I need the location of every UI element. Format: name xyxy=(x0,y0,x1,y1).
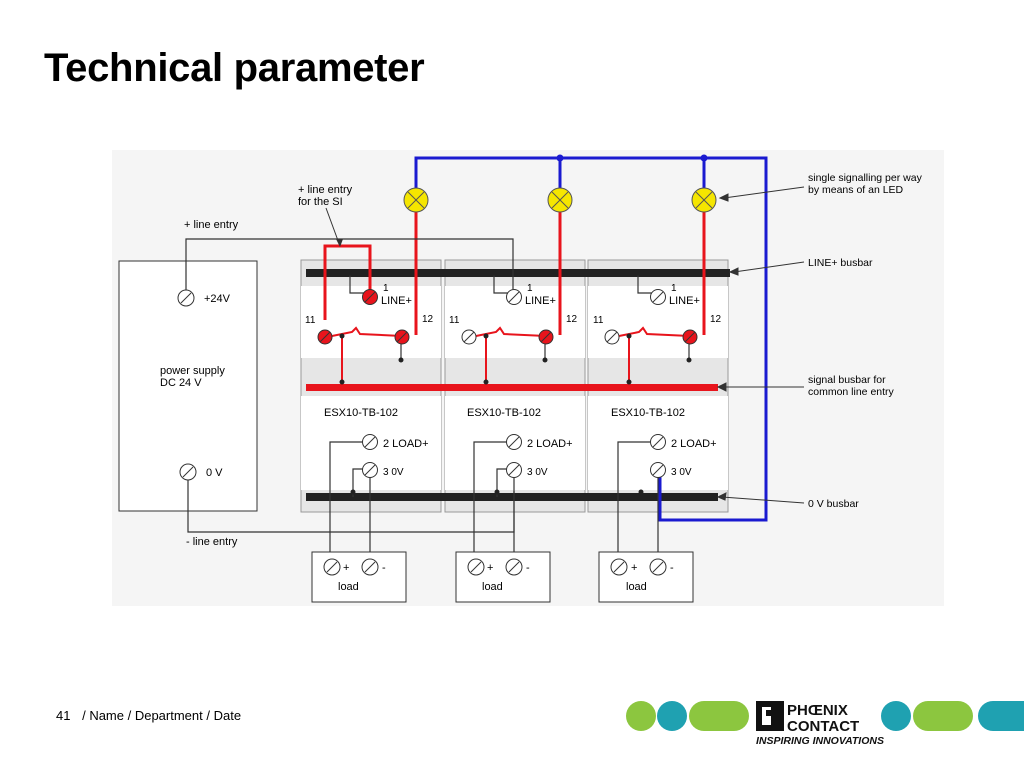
load-1-plus: + xyxy=(343,562,349,574)
led-supply-wiring xyxy=(414,154,768,522)
load-1-label: load xyxy=(338,581,359,593)
label-power-supply-2: DC 24 V xyxy=(160,377,202,389)
brand-logo: PHŒNIX CONTACT INSPIRING INNOVATIONS xyxy=(626,696,1024,748)
label-line-entry-si-2: for the SI xyxy=(298,196,343,208)
module-2-t1: 1 xyxy=(527,283,533,294)
load-3-minus: - xyxy=(670,562,674,574)
module-1-t11: 11 xyxy=(305,315,316,326)
module-2-zero-v: 3 0V xyxy=(527,467,548,478)
logo-pill-green-2 xyxy=(689,701,749,731)
module-2-line-plus: LINE+ xyxy=(525,295,556,307)
module-3-zero-v: 3 0V xyxy=(671,467,692,478)
label-power-supply-1: power supply xyxy=(160,365,225,377)
wiring-diagram: +24V power supply DC 24 V 0 V xyxy=(112,150,944,606)
label-zero-v: 0 V xyxy=(206,467,223,479)
load-2-label: load xyxy=(482,581,503,593)
module-terminals xyxy=(317,289,698,478)
label-line-entry-plus: + line entry xyxy=(184,219,239,231)
load-2-plus: + xyxy=(487,562,493,574)
logo-pill-green-1 xyxy=(626,701,656,731)
annotation-arrows xyxy=(716,186,805,504)
module-1-load-plus: 2 LOAD+ xyxy=(383,438,429,450)
module-1-t12: 12 xyxy=(422,314,434,325)
logo-mark-icon xyxy=(756,701,784,731)
load-3-label: load xyxy=(626,581,647,593)
arrow-line-entry-si xyxy=(325,207,343,247)
relay-contact-lines xyxy=(331,326,691,386)
label-zero-v-busbar: 0 V busbar xyxy=(808,498,859,510)
load-2-minus: - xyxy=(526,562,530,574)
terminal-plus-24v xyxy=(177,289,195,307)
module-1-zero-v: 3 0V xyxy=(383,467,404,478)
module-3-line-plus: LINE+ xyxy=(669,295,700,307)
logo-pill-teal-3 xyxy=(978,701,1024,731)
slide-title: Technical parameter xyxy=(44,46,425,90)
logo-text-line1: PHŒNIX xyxy=(787,702,848,719)
label-signal-busbar-2: common line entry xyxy=(808,386,895,398)
module-2-t11: 11 xyxy=(449,315,460,326)
module-1-name: ESX10-TB-102 xyxy=(324,407,398,419)
logo-text-line2: CONTACT xyxy=(787,718,859,735)
load-boxes xyxy=(311,551,694,603)
module-2-load-plus: 2 LOAD+ xyxy=(527,438,573,450)
footer-info: / Name / Department / Date xyxy=(82,708,242,723)
label-single-signalling-2: by means of an LED xyxy=(808,184,904,196)
footer: 41 / Name / Department / Date xyxy=(56,708,241,723)
module-3-t11: 11 xyxy=(593,315,604,326)
label-single-signalling-1: single signalling per way xyxy=(808,172,923,184)
signal-wiring xyxy=(323,212,706,335)
brand-logo-svg: PHŒNIX CONTACT INSPIRING INNOVATIONS xyxy=(626,701,1024,747)
wiring-diagram-svg: +24V power supply DC 24 V 0 V xyxy=(118,154,923,603)
logo-dot-teal-2 xyxy=(881,701,911,731)
junction-dots xyxy=(339,270,692,495)
zero-v-busbar xyxy=(306,493,718,501)
label-line-busbar: LINE+ busbar xyxy=(808,257,873,269)
label-line-entry-si-1: + line entry xyxy=(298,184,353,196)
load-1-minus: - xyxy=(382,562,386,574)
logo-dot-teal-1 xyxy=(657,701,687,731)
page-number: 41 xyxy=(56,708,71,723)
terminal-zero-v xyxy=(179,463,197,481)
module-3-name: ESX10-TB-102 xyxy=(611,407,685,419)
led-indicators xyxy=(403,187,717,213)
line-plus-busbar xyxy=(306,269,730,277)
module-3-t1: 1 xyxy=(671,283,677,294)
module-3-t12: 12 xyxy=(710,314,722,325)
load-3-plus: + xyxy=(631,562,637,574)
module-3-load-plus: 2 LOAD+ xyxy=(671,438,717,450)
logo-pill-green-3 xyxy=(913,701,973,731)
label-signal-busbar-1: signal busbar for xyxy=(808,374,886,386)
logo-tagline: INSPIRING INNOVATIONS xyxy=(756,735,884,747)
label-plus-24v: +24V xyxy=(204,293,231,305)
module-2-name: ESX10-TB-102 xyxy=(467,407,541,419)
signal-busbar xyxy=(306,384,718,391)
module-1-line-plus: LINE+ xyxy=(381,295,412,307)
module-1-t1: 1 xyxy=(383,283,389,294)
label-line-entry-minus: - line entry xyxy=(186,536,238,548)
module-2-t12: 12 xyxy=(566,314,578,325)
